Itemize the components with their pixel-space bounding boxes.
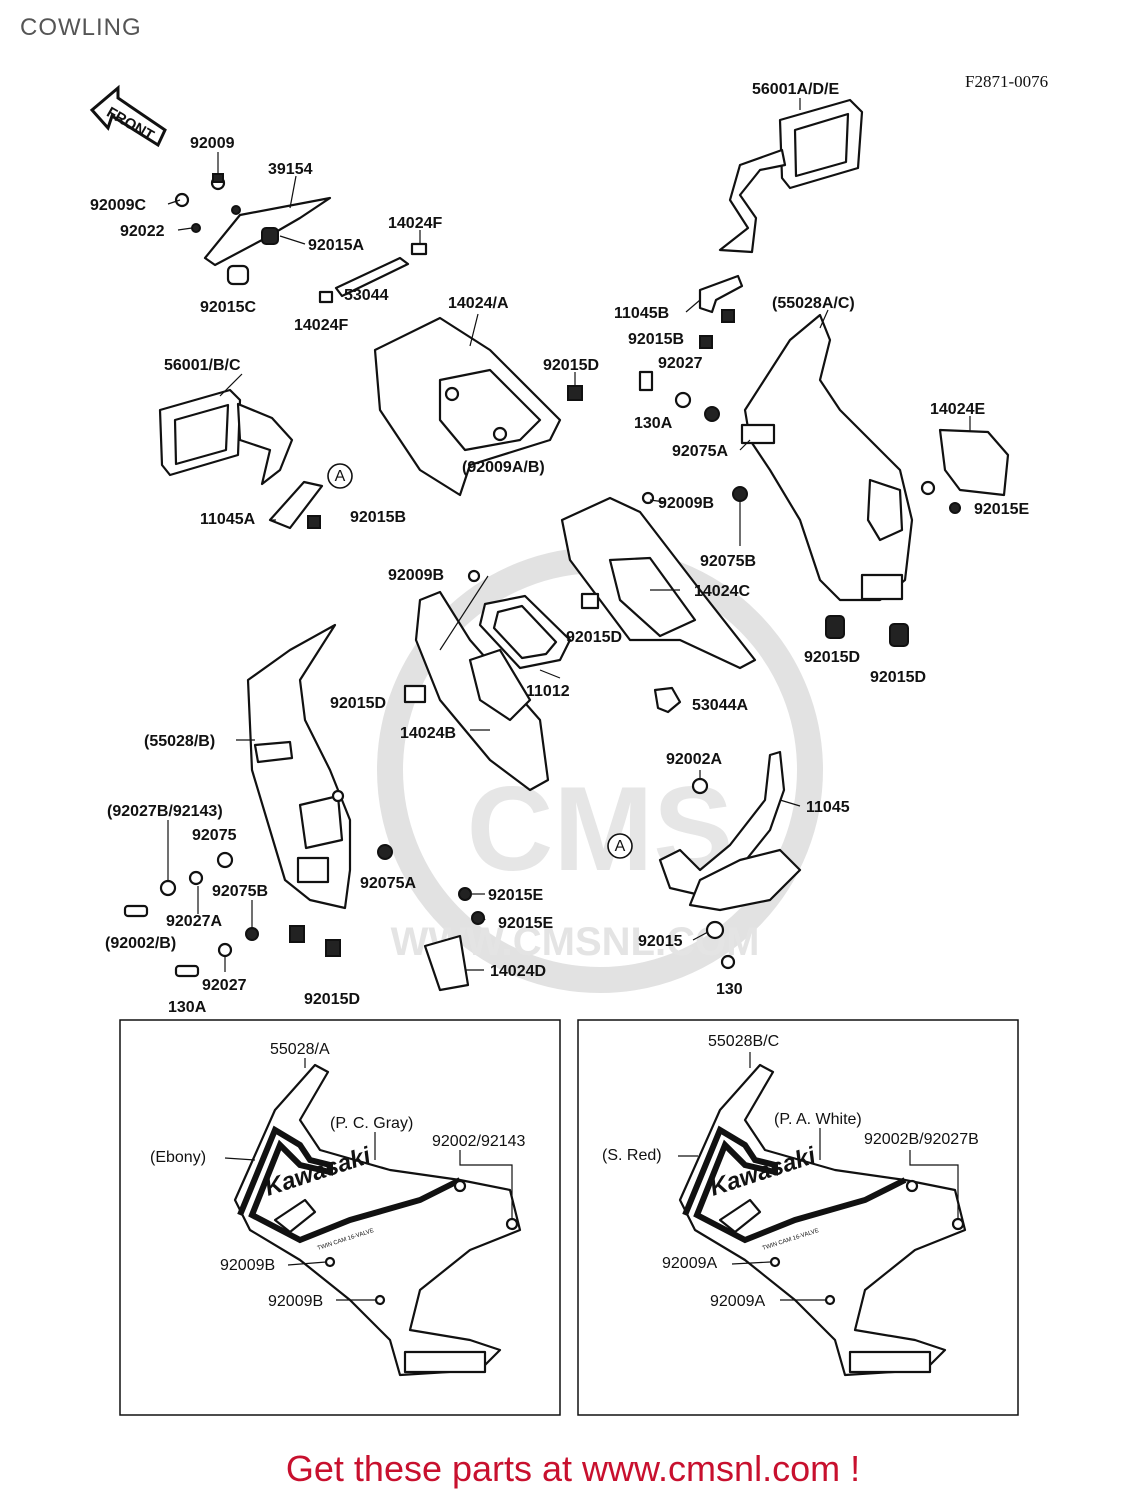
label-92027-a: 92027 <box>658 355 703 372</box>
label-14024b: 14024B <box>400 725 456 742</box>
bracket-39154 <box>174 173 428 304</box>
label-130: 130 <box>716 981 743 998</box>
label-14024f-b: 14024F <box>294 317 348 334</box>
inset-right-screw-b: 92009A <box>710 1293 765 1310</box>
inset-leaders <box>224 1052 959 1301</box>
page-title: COWLING <box>20 14 142 41</box>
label-14024f-a: 14024F <box>388 215 442 232</box>
center-panel-14024b <box>403 569 682 792</box>
label-92027-b: 92027 <box>202 977 247 994</box>
inset-right-color-main: (P. A. White) <box>774 1111 862 1128</box>
upper-cowl-14024a <box>373 316 583 497</box>
inset-left-color-stripe: (Ebony) <box>150 1149 206 1166</box>
label-92075: 92075 <box>192 827 237 844</box>
stay-11045: A <box>423 750 802 992</box>
label-11045a: 11045A <box>200 511 256 528</box>
part-labels: 56001A/D/E 92009 39154 92009C 92022 1402… <box>90 81 1029 1016</box>
mirror-left: A <box>158 388 353 530</box>
label-92015b-b: 92015B <box>350 509 406 526</box>
right-fairing <box>638 313 1010 647</box>
label-53044: 53044 <box>344 287 389 304</box>
label-14024d: 14024D <box>490 963 546 980</box>
inner-panel-14024c <box>560 486 757 670</box>
label-92009: 92009 <box>190 135 235 152</box>
label-92015b-a: 92015B <box>628 331 684 348</box>
ref-a-2: A <box>615 838 626 855</box>
label-56001ade: 56001A/D/E <box>752 81 839 98</box>
label-92015d-a: 92015D <box>543 357 599 374</box>
label-92015d-d: 92015D <box>870 669 926 686</box>
inset-left-color-main: (P. C. Gray) <box>330 1115 413 1132</box>
figure-code: F2871-0076 <box>965 72 1049 91</box>
inset-right-part: 55028B/C <box>708 1033 779 1050</box>
inset-right-fairing: Kawasaki TWIN CAM 16-VALVE <box>678 1063 967 1377</box>
left-fairing <box>123 623 393 978</box>
inset-right-color-stripe: (S. Red) <box>602 1147 662 1164</box>
label-92002b: (92002/B) <box>105 935 176 952</box>
inset-left-screw-b: 92009B <box>268 1293 323 1310</box>
label-14024a: 14024/A <box>448 295 509 312</box>
inset-right-labels: 55028B/C (P. A. White) (S. Red) 92002B/9… <box>602 1033 979 1310</box>
label-11012: 11012 <box>526 683 570 700</box>
label-92009c: 92009C <box>90 197 146 214</box>
label-11045: 11045 <box>806 799 850 816</box>
label-92015: 92015 <box>638 933 683 950</box>
mirror-right <box>698 98 864 349</box>
label-14024c: 14024C <box>694 583 750 600</box>
label-92075a-b: 92075A <box>360 875 416 892</box>
label-92022: 92022 <box>120 223 165 240</box>
label-92009b-b: 92009B <box>388 567 444 584</box>
label-92075b-b: 92075B <box>212 883 268 900</box>
label-92015d-f: 92015D <box>304 991 360 1008</box>
label-92015a: 92015A <box>308 237 364 254</box>
label-53044a: 53044A <box>692 697 748 714</box>
label-92015c: 92015C <box>200 299 256 316</box>
label-92015e-a: 92015E <box>974 501 1029 518</box>
inset-right-frame <box>577 1019 1019 1416</box>
inset-left-fasteners: 92002/92143 <box>432 1133 526 1150</box>
label-92009b-a: 92009B <box>658 495 714 512</box>
label-92015e-b: 92015E <box>488 887 543 904</box>
inset-left-fairing: Kawasaki TWIN CAM 16-VALVE <box>233 1063 522 1377</box>
label-130a-a: 130A <box>634 415 673 432</box>
label-92075a-a: 92075A <box>672 443 728 460</box>
footer-link[interactable]: Get these parts at www.cmsnl.com ! <box>285 1448 861 1489</box>
label-92002a: 92002A <box>666 751 722 768</box>
label-11045b: 11045B <box>614 305 669 322</box>
label-130a-b: 130A <box>168 999 207 1016</box>
cowling-diagram: CMS WWW.CMSNL.COM FRONT <box>89 81 1029 1416</box>
inset-left-part: 55028/A <box>270 1041 330 1058</box>
label-39154: 39154 <box>268 161 313 178</box>
front-arrow: FRONT <box>89 84 167 148</box>
inset-left-labels: 55028/A (P. C. Gray) (Ebony) 92002/92143… <box>150 1041 526 1310</box>
inset-right-fasteners: 92002B/92027B <box>864 1131 979 1148</box>
label-92015d-c: 92015D <box>804 649 860 666</box>
label-92015d-b: 92015D <box>566 629 622 646</box>
inset-left-screw-a: 92009B <box>220 1257 275 1274</box>
label-55028b: (55028/B) <box>144 733 215 750</box>
label-92015e-c: 92015E <box>498 915 553 932</box>
label-92075b-a: 92075B <box>700 553 756 570</box>
label-14024e: 14024E <box>930 401 985 418</box>
ref-a-1: A <box>335 468 346 485</box>
label-92027a: 92027A <box>166 913 222 930</box>
label-55028ac: (55028A/C) <box>772 295 855 312</box>
leader-lines <box>167 98 971 972</box>
label-92009ab: (92009A/B) <box>462 459 545 476</box>
label-92027b-92143: (92027B/92143) <box>107 803 223 820</box>
inset-right-screw-a: 92009A <box>662 1255 717 1272</box>
inset-left-frame <box>119 1019 561 1416</box>
label-92015d-e: 92015D <box>330 695 386 712</box>
label-56001bc: 56001/B/C <box>164 357 241 374</box>
